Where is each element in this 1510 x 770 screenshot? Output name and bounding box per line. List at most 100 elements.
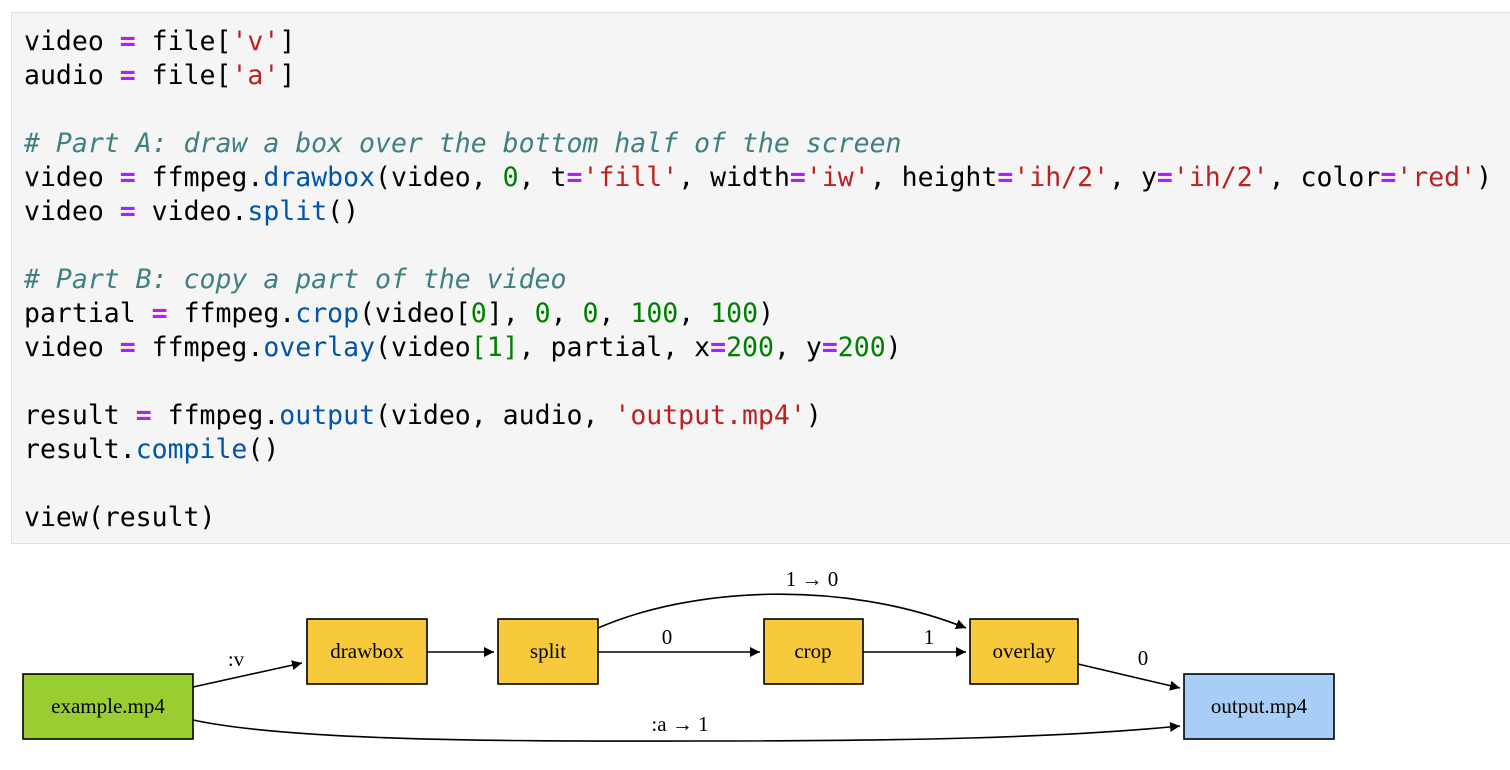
code-token: (video[ <box>359 298 471 329</box>
code-token: , y <box>773 332 822 363</box>
code-line <box>24 229 1492 263</box>
code-token: audio <box>24 60 120 91</box>
code-line: view(result) <box>24 501 1492 535</box>
code-token: ffmpeg. <box>167 298 296 329</box>
code-token: , <box>678 298 711 329</box>
code-token: # Part B: copy a part of the video <box>24 264 567 295</box>
code-token: () <box>327 196 360 227</box>
code-token: video. <box>135 196 248 227</box>
code-line: audio = file['a'] <box>24 59 1492 93</box>
code-token: 'iw' <box>805 162 870 193</box>
code-token: file[ <box>135 60 232 91</box>
code-token: 100 <box>630 298 679 329</box>
code-token: [1] <box>470 332 519 363</box>
code-token: ) <box>885 332 902 363</box>
code-token: = <box>135 400 152 431</box>
code-token: ffmpeg. <box>135 332 264 363</box>
code-token: (video <box>375 332 471 363</box>
node-crop: crop <box>763 618 864 685</box>
code-token: video <box>24 196 120 227</box>
edge-overlay-output <box>1077 663 1181 691</box>
code-token: = <box>119 26 136 57</box>
code-token: ) <box>805 400 822 431</box>
code-token: , partial, x <box>518 332 711 363</box>
node-output: output.mp4 <box>1183 673 1335 740</box>
code-editor[interactable]: video = file['v']audio = file['a'] # Part… <box>24 25 1492 535</box>
edge-v <box>192 660 303 688</box>
code-token: , t <box>518 162 567 193</box>
node-overlay-box <box>969 618 1079 685</box>
node-crop-label: crop <box>794 639 831 663</box>
code-line <box>24 467 1492 501</box>
code-token: 0 <box>534 298 551 329</box>
code-token: overlay <box>263 332 376 363</box>
code-token: 'red' <box>1396 162 1477 193</box>
code-token: 'output.mp4' <box>614 400 806 431</box>
code-line <box>24 365 1492 399</box>
node-drawbox-box <box>306 618 428 685</box>
code-token: compile <box>135 434 248 465</box>
edge-label-audio: :a → 1 <box>651 712 708 736</box>
code-token: ] <box>279 26 296 57</box>
node-example-label: example.mp4 <box>51 694 165 718</box>
code-token: ) <box>758 298 775 329</box>
code-token: ) <box>1476 162 1493 193</box>
code-token: 0 <box>502 162 519 193</box>
code-token: 'v' <box>231 26 280 57</box>
code-line: video = ffmpeg.overlay(video[1], partial… <box>24 331 1492 365</box>
code-token: video <box>24 162 120 193</box>
code-token: # Part A: draw a box over the bottom hal… <box>24 128 902 159</box>
code-token: , height <box>869 162 998 193</box>
node-split-box <box>497 618 599 685</box>
edge-label-v: :v <box>228 647 245 671</box>
edge-audio <box>192 719 1181 742</box>
code-token: partial <box>24 298 152 329</box>
code-token: split <box>247 196 328 227</box>
edge-split-overlay <box>597 593 967 629</box>
code-line: video = file['v'] <box>24 25 1492 59</box>
node-drawbox-label: drawbox <box>330 639 404 663</box>
code-token: ffmpeg. <box>135 162 264 193</box>
code-token: 'ih/2' <box>1172 162 1269 193</box>
code-line: partial = ffmpeg.crop(video[0], 0, 0, 10… <box>24 297 1492 331</box>
code-token: = <box>119 332 136 363</box>
code-token: 200 <box>837 332 886 363</box>
node-crop-box <box>763 618 864 685</box>
code-token: 200 <box>726 332 774 363</box>
code-line <box>24 93 1492 127</box>
edge-label-crop-overlay: 1 <box>924 625 935 649</box>
code-token: 'a' <box>231 60 280 91</box>
edge-label-split-crop: 0 <box>662 625 673 649</box>
code-token: 100 <box>710 298 759 329</box>
code-token: (video, <box>375 162 503 193</box>
node-split-label: split <box>530 639 566 663</box>
edge-label-split-overlay: 1 → 0 <box>786 567 839 591</box>
code-line: video = ffmpeg.drawbox(video, 0, t='fill… <box>24 161 1492 195</box>
code-token: 'fill' <box>582 162 679 193</box>
code-token: 0 <box>470 298 487 329</box>
code-token: = <box>789 162 806 193</box>
edge-label-overlay-output: 0 <box>1138 646 1149 670</box>
code-token: = <box>151 298 168 329</box>
code-token: video <box>24 26 120 57</box>
code-token: result <box>24 400 136 431</box>
code-token: ffmpeg. <box>151 400 280 431</box>
node-example: example.mp4 <box>22 673 194 740</box>
code-token: result. <box>24 434 136 465</box>
code-cell[interactable]: video = file['v']audio = file['a'] # Part… <box>11 12 1510 544</box>
code-token: (video, audio, <box>375 400 615 431</box>
node-drawbox: drawbox <box>306 618 428 685</box>
node-overlay-label: overlay <box>993 639 1056 663</box>
node-overlay: overlay <box>969 618 1079 685</box>
code-token: output <box>279 400 376 431</box>
code-token: = <box>997 162 1014 193</box>
code-line: # Part B: copy a part of the video <box>24 263 1492 297</box>
code-token: , <box>598 298 631 329</box>
code-token: = <box>566 162 583 193</box>
code-token: , <box>550 298 583 329</box>
code-token: video <box>24 332 120 363</box>
code-line: result = ffmpeg.output(video, audio, 'ou… <box>24 399 1492 433</box>
code-token: ] <box>279 60 296 91</box>
code-token: = <box>119 196 136 227</box>
code-token: drawbox <box>263 162 376 193</box>
